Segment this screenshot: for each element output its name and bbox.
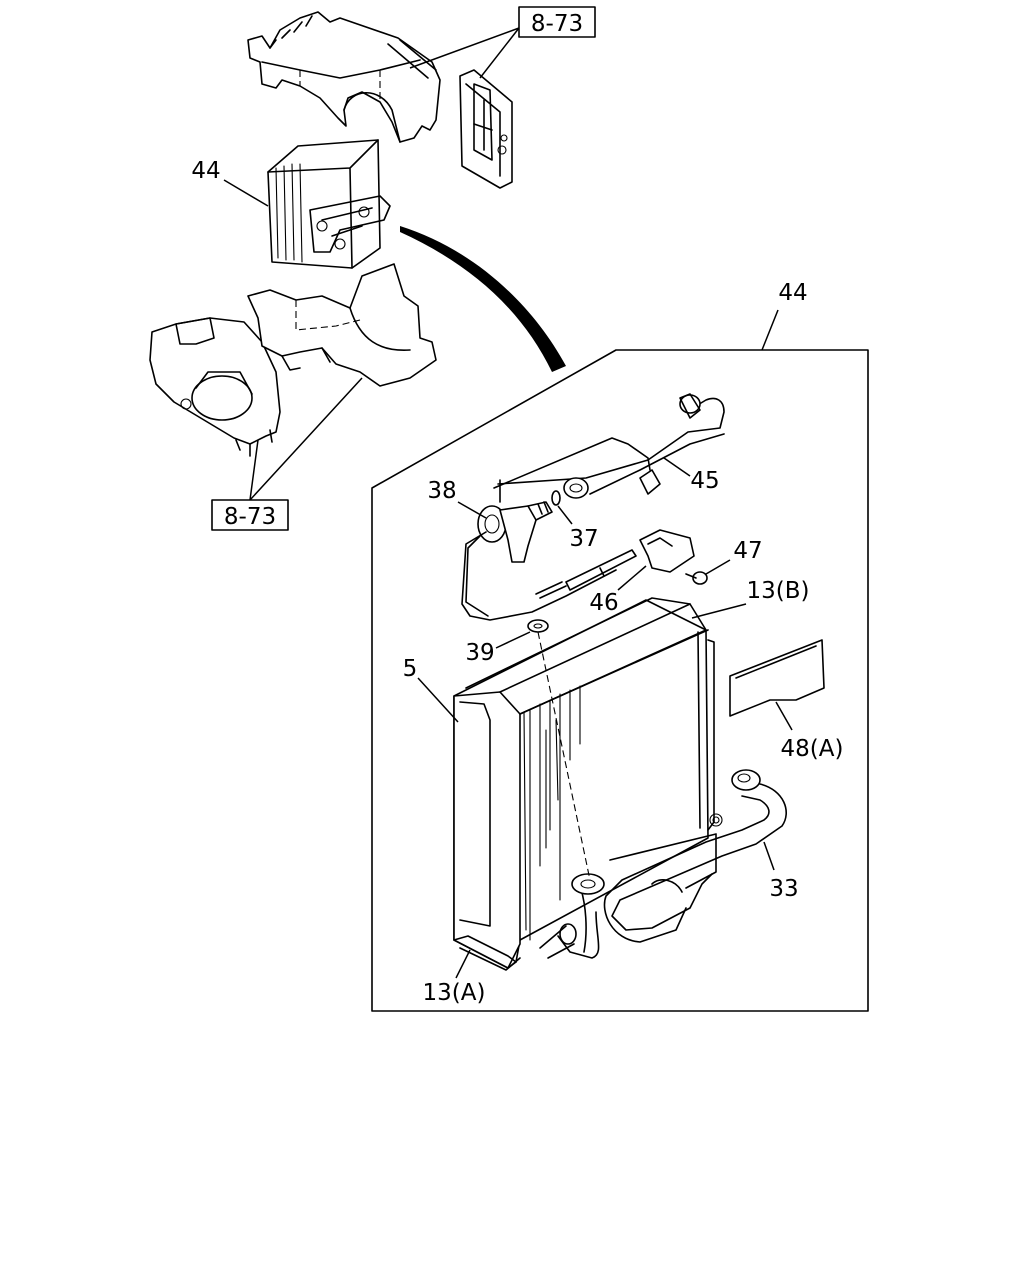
reference-box-bottom: 8-73 [211,377,363,531]
ref-label-top: 8-73 [531,11,583,37]
lower-housing [149,263,437,457]
part-label-48a: 48(A) [781,736,844,762]
part-label-45: 45 [690,468,719,494]
upper-housing [247,11,513,189]
part-label-13a: 13(A) [423,980,486,1006]
part-label-39: 39 [465,640,494,666]
detail-frame [371,349,869,1012]
thermo-sensor [535,529,708,599]
part-label-13b: 13(B) [747,578,810,604]
outlet-pipe [539,769,787,959]
inlet-pipe [493,393,725,503]
evaporator-core-small [267,139,391,269]
view-arrow [400,226,566,372]
part-label-38: 38 [427,478,456,504]
gasket [527,619,549,633]
insulator-pad [729,639,825,717]
part-label-47: 47 [733,538,762,564]
o-ring [551,490,561,506]
part-label-44-box: 44 [778,280,807,306]
ref-label-bottom: 8-73 [224,504,276,530]
part-label-44-small: 44 [191,158,220,184]
expansion-valve [461,501,617,621]
part-label-37: 37 [569,526,598,552]
evaporator-core-large [453,597,723,971]
part-label-46: 46 [589,590,618,616]
part-label-33: 33 [769,876,798,902]
part-label-5: 5 [403,656,418,682]
reference-box-top: 8-73 [409,6,596,79]
